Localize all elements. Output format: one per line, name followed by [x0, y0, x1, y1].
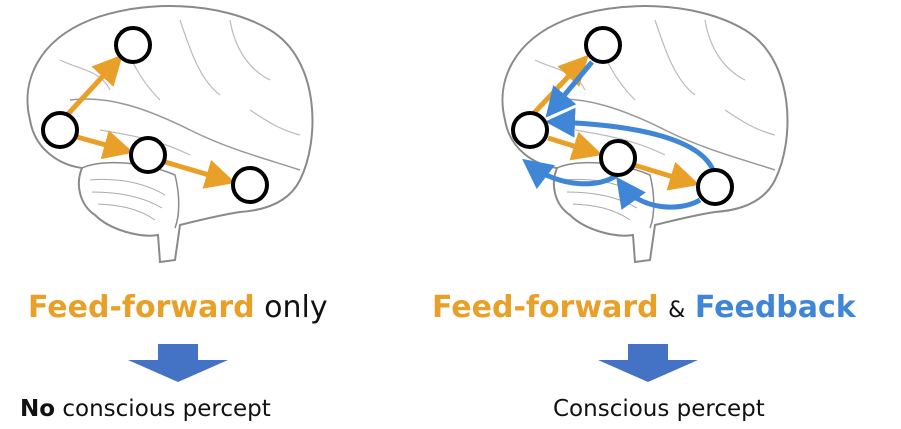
feedforward-label: Feed-forward	[28, 290, 255, 325]
left-title: Feed-forward only	[28, 290, 328, 325]
node	[696, 168, 734, 206]
right-brain	[501, 5, 789, 382]
right-title: Feed-forward & Feedback	[432, 290, 856, 325]
nodes	[511, 26, 734, 206]
feedforward-arrows	[66, 54, 236, 189]
node	[511, 111, 549, 149]
result-text: conscious percept	[62, 396, 271, 422]
feedback-arrows	[522, 60, 716, 210]
right-result: Conscious percept	[553, 396, 765, 422]
node	[599, 139, 637, 177]
feedforward-label: Feed-forward	[432, 290, 659, 325]
left-brain	[26, 5, 314, 382]
only-label: only	[264, 290, 328, 325]
left-result: No conscious percept	[20, 396, 271, 422]
feedback-label: Feedback	[694, 290, 856, 325]
no-label: No	[20, 396, 56, 422]
node	[231, 166, 269, 204]
node	[114, 26, 152, 64]
nodes	[41, 26, 269, 204]
node	[41, 111, 79, 149]
node	[584, 26, 622, 64]
node	[129, 136, 167, 174]
down-arrow-icon	[128, 344, 228, 382]
ampersand: &	[668, 298, 686, 323]
down-arrow-icon	[598, 344, 698, 382]
